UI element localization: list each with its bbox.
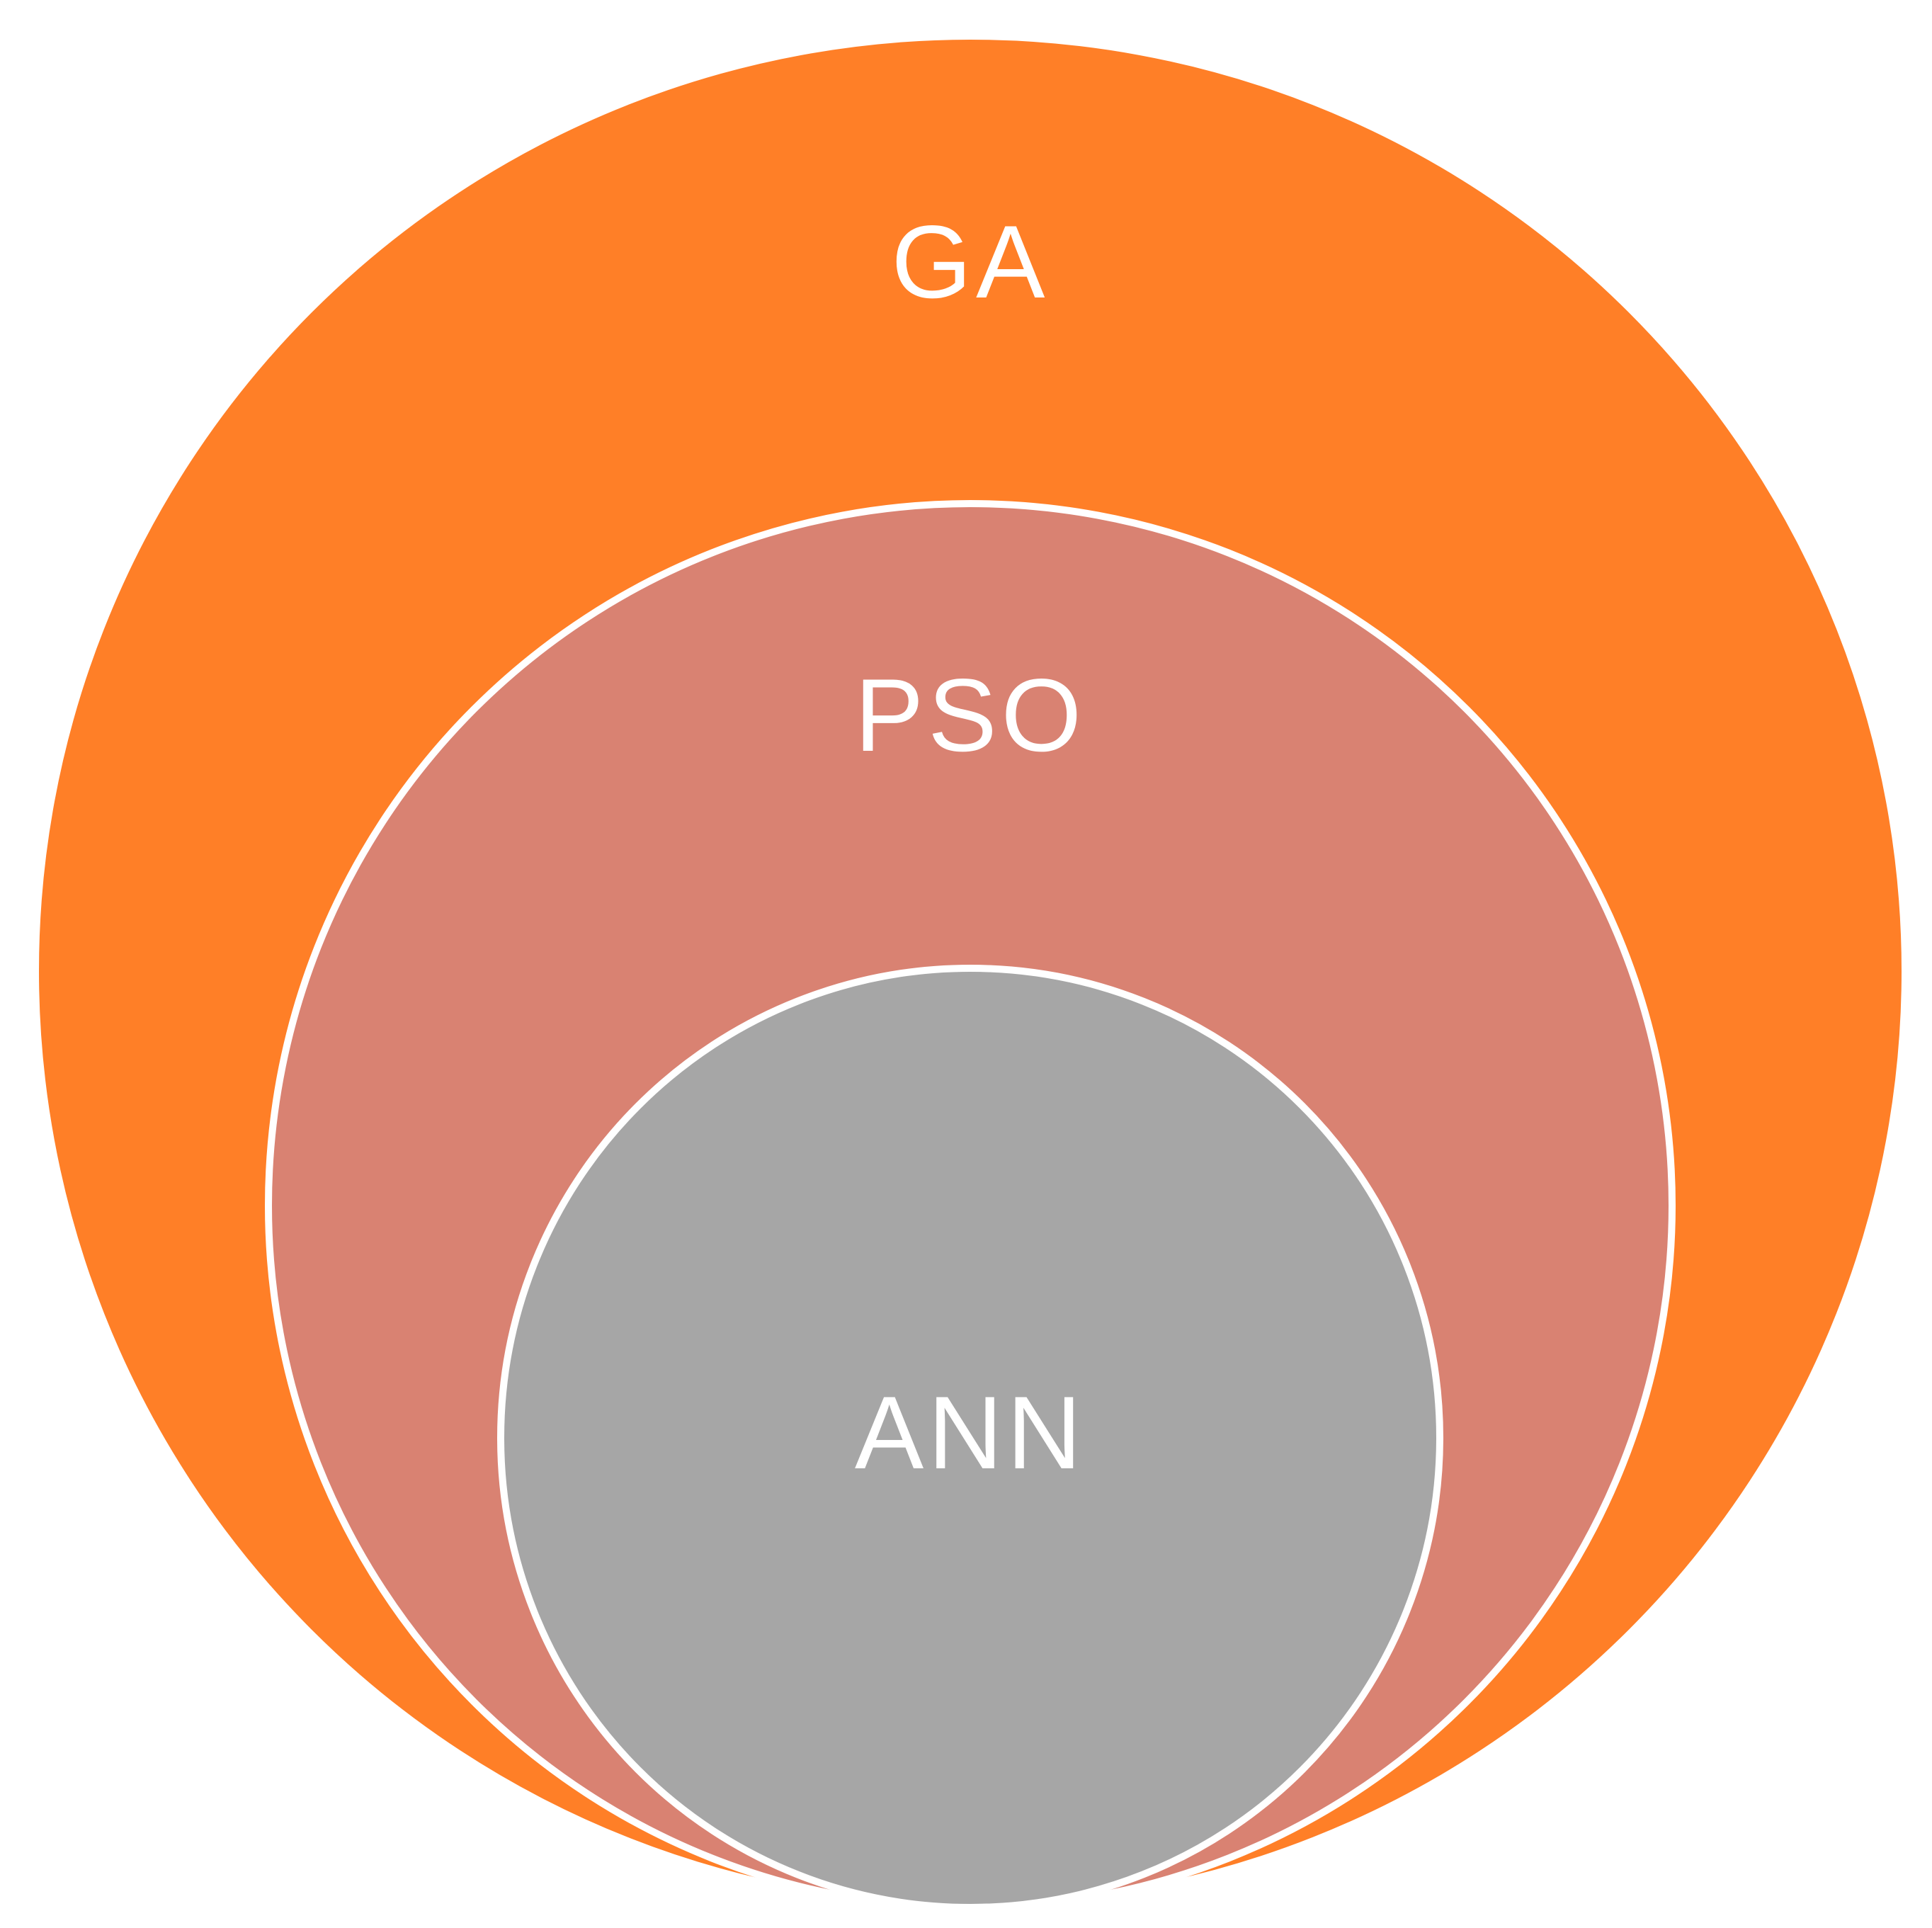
circle-group-ann: ANN [497, 965, 1443, 1911]
label-pso: PSO [855, 657, 1086, 773]
label-ga: GA [892, 204, 1050, 319]
label-ann: ANN [855, 1375, 1086, 1490]
circle-ann [497, 965, 1443, 1911]
